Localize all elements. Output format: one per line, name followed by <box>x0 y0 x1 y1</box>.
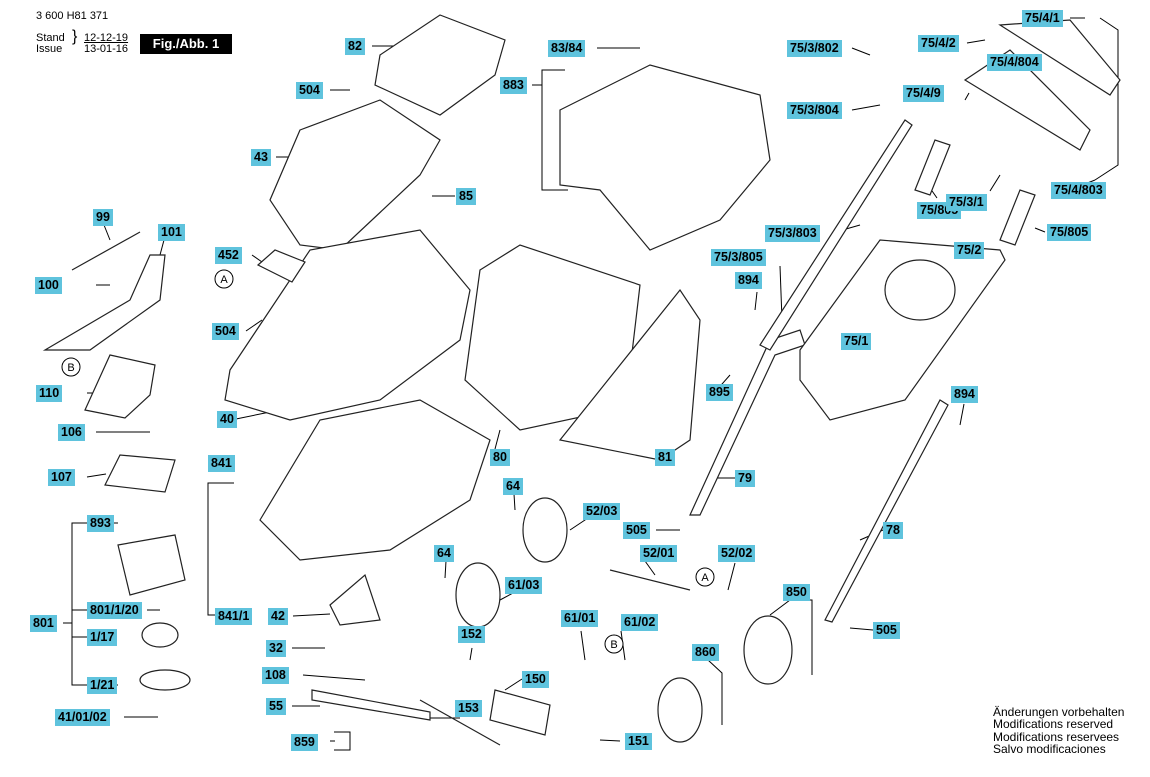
callout-40: 40 <box>217 411 237 428</box>
note-de: Änderungen vorbehalten <box>993 705 1125 719</box>
issue-date: 13-01-16 <box>84 43 129 55</box>
callout-75-4-1: 75/4/1 <box>1022 10 1063 27</box>
issue-label: Issue <box>36 43 63 55</box>
callout-100: 100 <box>35 277 62 294</box>
callout-107: 107 <box>48 469 75 486</box>
callout-801-1-20: 801/1/20 <box>87 602 142 619</box>
callout-75-1: 75/1 <box>841 333 872 350</box>
callout-841-1: 841/1 <box>215 608 253 625</box>
callout-83-84: 83/84 <box>548 40 586 57</box>
callout-106: 106 <box>58 424 85 441</box>
callout-43: 43 <box>251 149 271 166</box>
marker-a-2: A <box>701 572 709 584</box>
callout-32: 32 <box>266 640 286 657</box>
callout-61-03: 61/03 <box>505 577 543 594</box>
figure-label: Fig./Abb. 1 <box>140 34 232 54</box>
callout-52-01: 52/01 <box>640 545 678 562</box>
callout-52-02: 52/02 <box>718 545 756 562</box>
callout-75-3-804: 75/3/804 <box>787 102 842 119</box>
callout-64-a: 64 <box>503 478 523 495</box>
callout-82: 82 <box>345 38 365 55</box>
callout-99: 99 <box>93 209 113 226</box>
callout-79: 79 <box>735 470 755 487</box>
callout-505-a: 505 <box>623 522 650 539</box>
callout-894-b: 894 <box>951 386 978 403</box>
callout-110: 110 <box>36 385 63 402</box>
callout-61-01: 61/01 <box>561 610 599 627</box>
callout-75-3-803: 75/3/803 <box>765 225 820 242</box>
callout-75-4-9: 75/4/9 <box>903 85 944 102</box>
callout-850: 850 <box>783 584 810 601</box>
callout-505-b: 505 <box>873 622 900 639</box>
callout-108: 108 <box>262 667 289 684</box>
callout-55: 55 <box>266 698 286 715</box>
callout-80: 80 <box>490 449 510 466</box>
callout-52-03: 52/03 <box>583 503 621 520</box>
callout-75-805-b: 75/805 <box>1047 224 1092 241</box>
callout-75-4-2: 75/4/2 <box>918 35 959 52</box>
callout-75-4-803: 75/4/803 <box>1051 182 1106 199</box>
callout-151: 151 <box>625 733 652 750</box>
callout-895: 895 <box>706 384 733 401</box>
callout-64-b: 64 <box>434 545 454 562</box>
callout-152: 152 <box>458 626 485 643</box>
modifications-note: Änderungen vorbehalten Modifications res… <box>993 706 1124 756</box>
note-fr: Modifications reservees <box>993 729 1120 744</box>
marker-a-1: A <box>220 274 228 286</box>
callout-504-b: 504 <box>212 323 239 340</box>
callout-883: 883 <box>500 77 527 94</box>
callout-61-02: 61/02 <box>621 614 659 631</box>
callout-894-a: 894 <box>735 272 762 289</box>
stand-label: Stand <box>36 32 65 44</box>
callout-85: 85 <box>456 188 476 205</box>
marker-b-2: B <box>610 639 617 651</box>
note-en: Modifications reserved <box>993 717 1114 732</box>
callout-153: 153 <box>455 700 482 717</box>
doc-number: 3 600 H81 371 <box>36 10 109 22</box>
callout-860: 860 <box>692 644 719 661</box>
callout-150: 150 <box>522 671 549 688</box>
callout-41-01-02: 41/01/02 <box>55 709 110 726</box>
brace-glyph: } <box>72 28 78 45</box>
callout-81: 81 <box>655 449 675 466</box>
note-es: Salvo modificaciones <box>993 742 1106 757</box>
callout-75-3-802: 75/3/802 <box>787 40 842 57</box>
callout-1-17: 1/17 <box>87 629 118 646</box>
callout-841: 841 <box>208 455 235 472</box>
callout-452: 452 <box>215 247 242 264</box>
callout-75-4-804: 75/4/804 <box>987 54 1042 71</box>
callout-75-2: 75/2 <box>954 242 985 259</box>
callout-75-3-805: 75/3/805 <box>711 249 766 266</box>
callout-78: 78 <box>883 522 903 539</box>
stand-date: 12-12-19 <box>84 32 129 44</box>
callout-101: 101 <box>158 224 185 241</box>
callout-75-3-1: 75/3/1 <box>946 194 987 211</box>
callout-1-21: 1/21 <box>87 677 118 694</box>
callout-504-a: 504 <box>296 82 323 99</box>
callout-893: 893 <box>87 515 114 532</box>
marker-b-1: B <box>67 362 74 374</box>
callout-42: 42 <box>268 608 288 625</box>
callout-859: 859 <box>291 734 318 751</box>
callout-801: 801 <box>30 615 57 632</box>
